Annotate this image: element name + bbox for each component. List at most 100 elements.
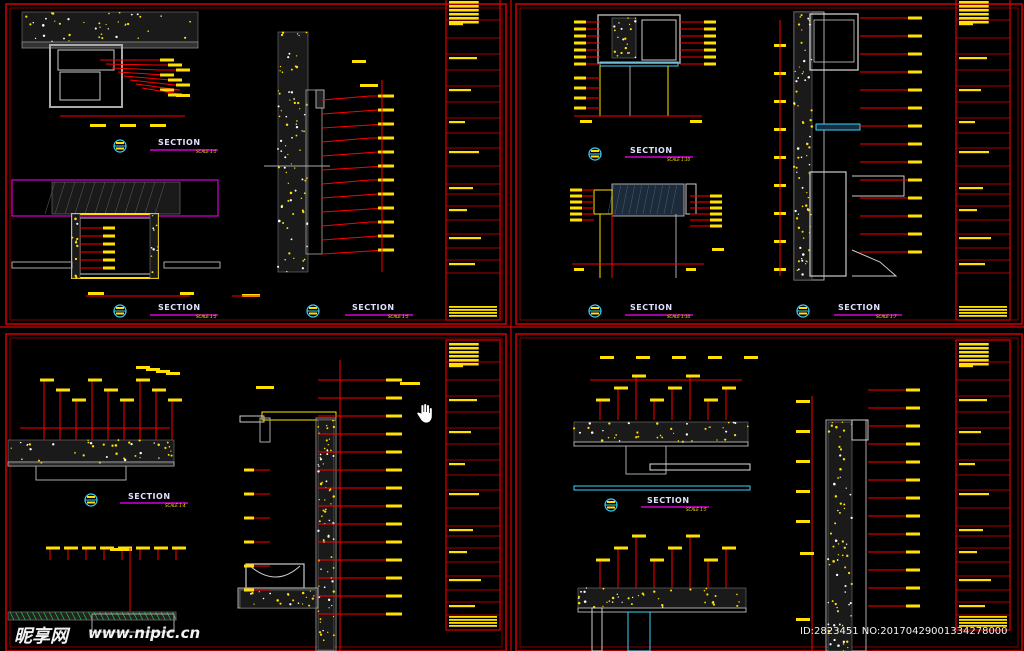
- light-channel: [649, 463, 751, 471]
- annotation-note: [908, 250, 922, 254]
- hatch-dot: [828, 563, 831, 566]
- title-text-bar: [959, 431, 981, 434]
- hatch-dot: [797, 23, 801, 26]
- annotation-note: [906, 550, 920, 554]
- hatch-line: [54, 181, 66, 215]
- hatch-dot: [608, 422, 611, 425]
- hatch-dot: [328, 438, 331, 440]
- hatch-dot: [71, 236, 74, 239]
- hatch-dot: [797, 77, 800, 79]
- annotation-note: [574, 55, 586, 59]
- hatch-dot: [661, 604, 664, 607]
- hatch-dot: [277, 166, 280, 169]
- annotation-note: [100, 546, 114, 550]
- hatch-dot: [843, 503, 846, 506]
- hatch-dot: [727, 421, 730, 424]
- hatch-dot: [74, 452, 76, 454]
- leader-line: [321, 95, 371, 101]
- section-marker-text: [607, 501, 615, 503]
- annotation-note: [88, 378, 102, 382]
- annotation-note: [103, 250, 115, 254]
- hatch-dot: [704, 601, 706, 604]
- sheet-frame: [5, 3, 507, 325]
- annotation-note: [120, 124, 136, 127]
- bulkhead: [591, 607, 603, 651]
- floor-hatch: [166, 611, 172, 621]
- hatch-dot: [615, 434, 618, 436]
- hatch-dot: [842, 429, 846, 432]
- hatch-dot: [714, 594, 717, 597]
- hatch-dot: [297, 101, 300, 105]
- title-text-bar: [449, 121, 465, 124]
- section-scale: SCALE 1:10: [667, 157, 691, 162]
- hatch-dot: [160, 15, 162, 17]
- hatch-dot: [842, 643, 845, 645]
- hatch-dot: [801, 258, 803, 260]
- hatch-dot: [839, 454, 842, 457]
- hatch-dot: [845, 487, 847, 489]
- annotation-note: [386, 540, 402, 544]
- annotation-note: [650, 398, 664, 402]
- hatch-dot: [797, 260, 801, 263]
- hatch-dot: [656, 422, 659, 425]
- floor-hatch: [121, 611, 127, 621]
- annotation-note: [386, 558, 402, 562]
- sheet-inner-frame: [9, 337, 503, 648]
- annotation-note: [103, 266, 115, 270]
- hatch-dot: [703, 589, 706, 592]
- hatch-dot: [281, 31, 285, 34]
- concrete-hatch: [573, 421, 749, 443]
- annotation-note: [82, 546, 96, 550]
- hatch-dot: [303, 192, 306, 195]
- annotation-note: [244, 468, 254, 472]
- annotation-note: [176, 94, 190, 97]
- annotation-note: [796, 460, 810, 463]
- hatch-dot: [301, 267, 304, 270]
- hatch-dot: [800, 14, 803, 17]
- basin-outline: [245, 563, 305, 589]
- annotation-note: [352, 60, 366, 63]
- concrete-hatch: [277, 31, 309, 273]
- hatch-dot: [627, 52, 629, 54]
- hatch-dot: [634, 20, 637, 23]
- leader-line: [321, 179, 371, 185]
- hatch-dot: [835, 573, 839, 577]
- hatch-dot: [850, 582, 853, 586]
- title-text-bar: [449, 625, 497, 627]
- hatch-dot: [613, 50, 617, 53]
- hatch-dot: [287, 199, 290, 202]
- hatch-dot: [846, 554, 849, 558]
- annotation-note: [704, 34, 716, 38]
- hatch-dot: [827, 601, 830, 604]
- hatch-dot: [311, 597, 314, 600]
- hatch-dot: [606, 601, 608, 604]
- section-marker-text: [309, 307, 317, 309]
- hatch-dot: [806, 261, 808, 263]
- annotation-note: [378, 234, 394, 238]
- annotation-note: [908, 52, 922, 56]
- hatch-dot: [139, 15, 142, 18]
- title-text-bar: [449, 431, 471, 434]
- annotation-note: [596, 558, 610, 562]
- floor-strip: [11, 261, 73, 269]
- hatch-line: [621, 183, 629, 215]
- hatch-dot: [837, 509, 839, 512]
- hatch-dot: [289, 199, 293, 202]
- hatch-dot: [281, 71, 284, 73]
- annotation-note: [796, 400, 810, 403]
- hatch-dot: [295, 55, 298, 57]
- floor-hatch: [60, 611, 65, 621]
- hatch-dot: [321, 481, 323, 484]
- hatch-dot: [139, 451, 142, 455]
- title-text-bar: [449, 187, 473, 190]
- hatch-dot: [170, 454, 173, 457]
- annotation-note: [574, 41, 586, 45]
- hatch-dot: [799, 16, 802, 18]
- hatch-dot: [166, 441, 169, 444]
- hatch-dot: [286, 593, 290, 596]
- hatch-dot: [299, 149, 301, 151]
- hatch-dot: [19, 441, 22, 444]
- title-text-bar: [959, 13, 989, 16]
